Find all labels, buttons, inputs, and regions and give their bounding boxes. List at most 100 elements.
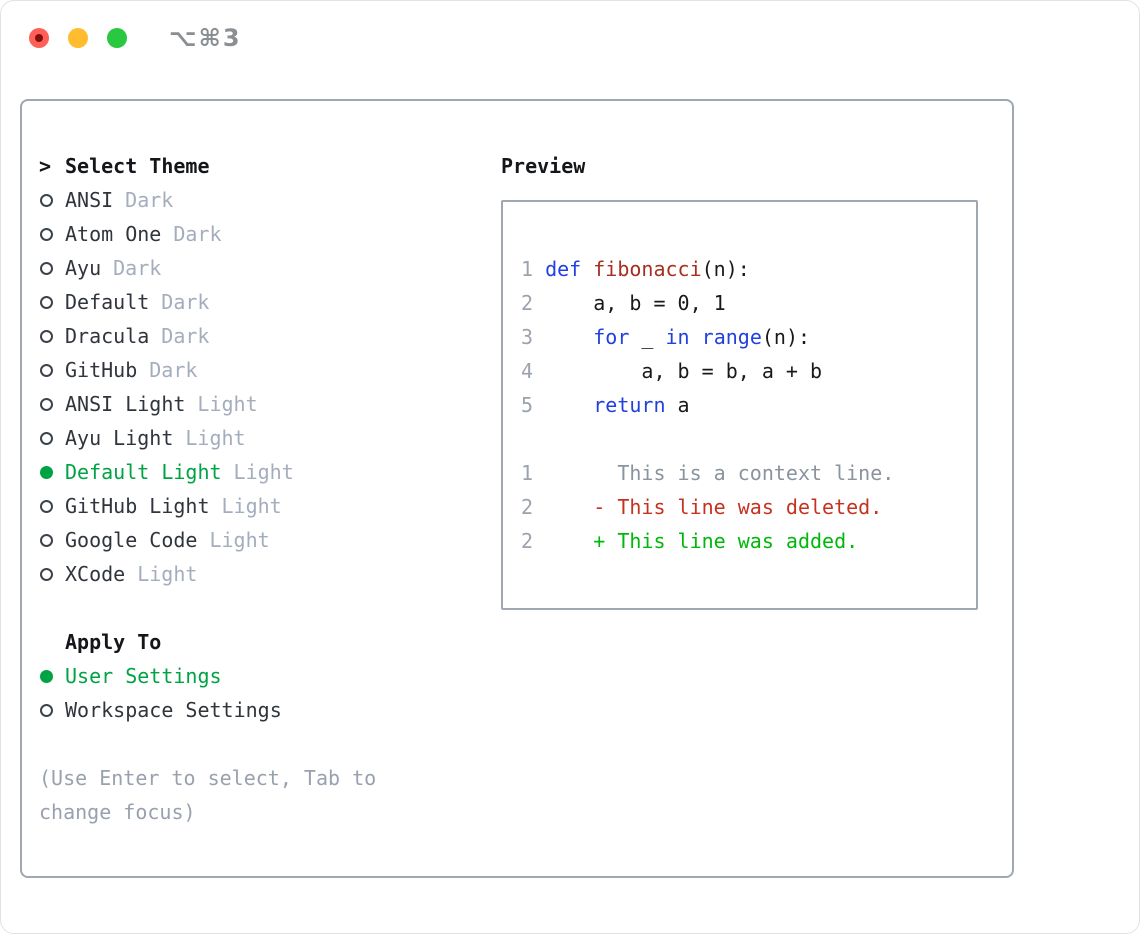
diff-line-segment: 2 — [521, 529, 546, 553]
radio-icon — [40, 533, 53, 547]
option-variant-label: Dark — [113, 256, 162, 280]
code-line-segment — [545, 325, 593, 349]
radio-selected-icon — [40, 669, 53, 683]
preview-section: Preview 1 def fibonacci(n):2 a, b = 0, 1… — [501, 149, 991, 610]
radio-icon — [40, 193, 53, 207]
option-label: Workspace Settings — [65, 698, 282, 722]
radio-icon — [40, 567, 53, 581]
titlebar: ⌥⌘3 — [1, 1, 1139, 75]
radio-icon — [40, 499, 53, 513]
code-line-segment: 4 — [521, 359, 546, 383]
option-variant-label: Light — [185, 426, 246, 450]
pointer-icon: > — [39, 154, 52, 178]
select-theme-header: > Select Theme — [39, 149, 484, 183]
diff-line: 2 - This line was deleted. — [521, 490, 958, 524]
option-variant-label: Dark — [173, 222, 222, 246]
option-label: ANSI — [65, 188, 114, 212]
radio-icon — [40, 363, 53, 377]
code-line-segment: in — [665, 325, 690, 349]
option-variant-label: Dark — [125, 188, 174, 212]
option-label: Atom One — [65, 222, 162, 246]
main-panel: > Select Theme ANSI Dark Atom One Dark A… — [20, 99, 1014, 878]
theme-option-ayu[interactable]: Ayu Dark — [39, 251, 484, 285]
theme-option-github[interactable]: GitHub Dark — [39, 353, 484, 387]
diff-line: 1 This is a context line. — [521, 456, 958, 490]
radio-icon — [40, 261, 53, 275]
code-line-segment — [581, 257, 593, 281]
option-label: Default — [65, 290, 150, 314]
help-text: (Use Enter to select, Tab to change focu… — [39, 766, 377, 824]
theme-option-default-light[interactable]: Default Light Light — [39, 455, 484, 489]
option-label: ANSI Light — [65, 392, 186, 416]
preview-header: Preview — [501, 149, 991, 183]
code-line-segment: fibonacci — [593, 257, 702, 281]
window-title: ⌥⌘3 — [169, 24, 242, 52]
option-label: Ayu Light — [65, 426, 174, 450]
code-line-segment: def — [545, 257, 582, 281]
theme-option-ansi-light[interactable]: ANSI Light Light — [39, 387, 484, 421]
theme-option-ansi[interactable]: ANSI Dark — [39, 183, 484, 217]
code-line-segment: a — [665, 393, 690, 417]
option-variant-label: Light — [233, 460, 294, 484]
unsaved-dot-icon — [35, 34, 43, 42]
radio-icon — [40, 227, 53, 241]
zoom-button[interactable] — [107, 28, 127, 48]
traffic-lights — [29, 28, 127, 48]
close-button[interactable] — [29, 28, 49, 48]
code-line-segment: for — [593, 325, 630, 349]
theme-option-google-code[interactable]: Google Code Light — [39, 523, 484, 557]
theme-option-xcode[interactable]: XCode Light — [39, 557, 484, 591]
radio-icon — [40, 329, 53, 343]
code-line: 1 def fibonacci(n): — [521, 252, 958, 286]
theme-option-atom-one[interactable]: Atom One Dark — [39, 217, 484, 251]
option-label: User Settings — [65, 664, 222, 688]
code-line-segment: 3 — [521, 325, 546, 349]
option-label: GitHub Light — [65, 494, 210, 518]
option-label: Default Light — [65, 460, 222, 484]
radio-icon — [40, 295, 53, 309]
apply-to-header: Apply To — [39, 625, 484, 659]
preview-title: Preview — [501, 154, 586, 178]
code-line-segment: 5 — [521, 393, 546, 417]
code-line-segment: return — [593, 393, 666, 417]
code-line-segment: (n): — [761, 325, 811, 349]
code-line: 2 a, b = 0, 1 — [521, 286, 958, 320]
radio-icon — [40, 703, 53, 717]
option-variant-label: Dark — [161, 324, 210, 348]
code-line-segment — [690, 325, 702, 349]
minimize-button[interactable] — [68, 28, 88, 48]
code-line: 3 for _ in range(n): — [521, 320, 958, 354]
theme-option-default[interactable]: Default Dark — [39, 285, 484, 319]
option-variant-label: Dark — [161, 290, 210, 314]
diff-block: 1 This is a context line.2 - This line w… — [521, 456, 958, 558]
code-line-segment: range — [701, 325, 762, 349]
theme-option-ayu-light[interactable]: Ayu Light Light — [39, 421, 484, 455]
code-line: 5 return a — [521, 388, 958, 422]
radio-selected-icon — [40, 465, 53, 479]
apply-option-user-settings[interactable]: User Settings — [39, 659, 484, 693]
theme-selector: > Select Theme ANSI Dark Atom One Dark A… — [39, 149, 484, 829]
theme-option-dracula[interactable]: Dracula Dark — [39, 319, 484, 353]
select-theme-title: Select Theme — [65, 154, 210, 178]
option-label: Google Code — [65, 528, 198, 552]
theme-option-github-light[interactable]: GitHub Light Light — [39, 489, 484, 523]
option-label: Ayu — [65, 256, 102, 280]
code-line-segment — [545, 393, 593, 417]
option-variant-label: Dark — [149, 358, 198, 382]
apply-option-workspace-settings[interactable]: Workspace Settings — [39, 693, 484, 727]
option-variant-label: Light — [137, 562, 198, 586]
option-variant-label: Light — [197, 392, 258, 416]
diff-line: 2 + This line was added. — [521, 524, 958, 558]
radio-icon — [40, 397, 53, 411]
diff-line-segment: This is a context line. — [545, 461, 895, 485]
radio-icon — [40, 431, 53, 445]
diff-line-segment: 2 — [521, 495, 546, 519]
theme-list: ANSI Dark Atom One Dark Ayu Dark Default… — [39, 183, 484, 591]
apply-to-title: Apply To — [65, 630, 162, 654]
apply-to-list: User Settings Workspace Settings — [39, 659, 484, 727]
option-label: GitHub — [65, 358, 138, 382]
diff-line-segment: 1 — [521, 461, 546, 485]
code-line-segment: 1 — [521, 257, 546, 281]
